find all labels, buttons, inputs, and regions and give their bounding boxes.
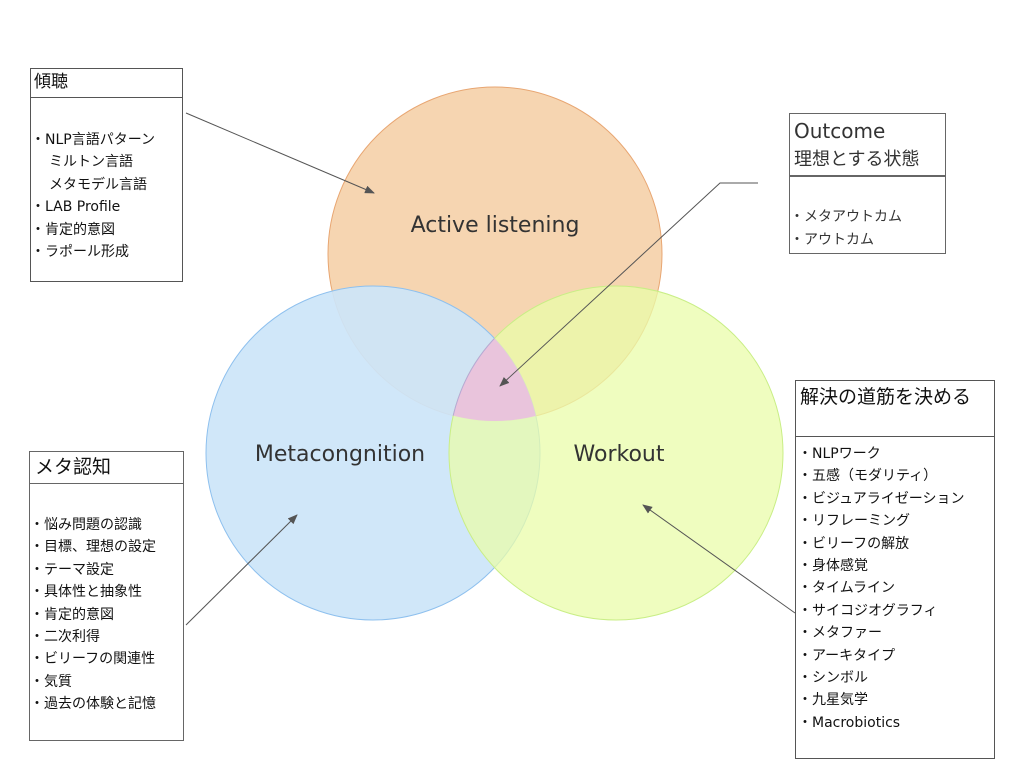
outcome-connector-arrow [499,182,758,387]
list-item: シンボル [802,667,994,689]
meta-connector-arrow [185,514,298,626]
workout-box: 解決の道筋を決める NLPワーク五感（モダリティ）ビジュアライゼーションリフレー… [795,380,995,759]
outcome-box-subtitle: 理想とする状態 [794,149,920,170]
workout-box-title: 解決の道筋を決める [796,381,994,437]
active-listening-label: Active listening [411,213,580,238]
list-item: ビリーフの解放 [802,533,994,555]
list-item: ミルトン言語 [49,154,133,171]
list-item: 悩み問題の認識 [34,514,183,536]
workout-label: Workout [574,442,665,467]
outcome-box-title: Outcome [794,119,886,143]
outcome-item-list: メタアウトカムアウトカム [790,177,945,252]
list-item: 身体感覚 [802,555,994,577]
list-item: 五感（モダリティ） [802,465,994,487]
list-item: メタモデル言語 [49,176,147,193]
list-item: ビリーフの関連性 [34,648,183,670]
list-item: 肯定的意図 [34,604,183,626]
list-item: 九星気学 [802,689,994,711]
workout-circle [448,285,784,621]
list-item: LAB Profile [35,196,182,218]
outcome-box-header: Outcome 理想とする状態 [790,114,945,177]
list-item: 二次利得 [34,626,183,648]
list-item: NLPワーク [802,443,994,465]
workout-item-list: NLPワーク五感（モダリティ）ビジュアライゼーションリフレーミングビリーフの解放… [796,437,994,734]
list-item: 過去の体験と記憶 [34,693,183,715]
list-item: テーマ設定 [34,559,183,581]
metacognition-item-list: 悩み問題の認識目標、理想の設定テーマ設定具体性と抽象性肯定的意図二次利得ビリーフ… [30,484,183,716]
metacognition-label: Metacongnition [255,442,425,467]
list-item: メタファー [802,622,994,644]
list-item: ラポール形成 [35,241,182,263]
listening-connector-arrow [185,112,375,194]
list-item: 具体性と抽象性 [34,581,183,603]
metacognition-box: メタ認知 悩み問題の認識目標、理想の設定テーマ設定具体性と抽象性肯定的意図二次利… [29,451,184,741]
list-item: 目標、理想の設定 [34,536,183,558]
metacognition-box-title: メタ認知 [30,452,183,484]
list-item: サイコジオグラフィ [802,600,994,622]
list-item: 肯定的意図 [35,219,182,241]
outcome-box: Outcome 理想とする状態 メタアウトカムアウトカム [789,113,946,254]
list-item: アウトカム [794,229,945,252]
listening-box-title: 傾聴 [31,69,182,98]
list-item: Macrobiotics [802,712,994,734]
list-item: アーキタイプ [802,645,994,667]
list-item: リフレーミング [802,510,994,532]
list-item: NLP言語パターン [35,129,182,151]
workout-connector-arrow [642,504,796,614]
list-item: タイムライン [802,577,994,599]
list-item: メタアウトカム [794,206,945,229]
list-item: ビジュアライゼーション [802,488,994,510]
list-item: 気質 [34,671,183,693]
